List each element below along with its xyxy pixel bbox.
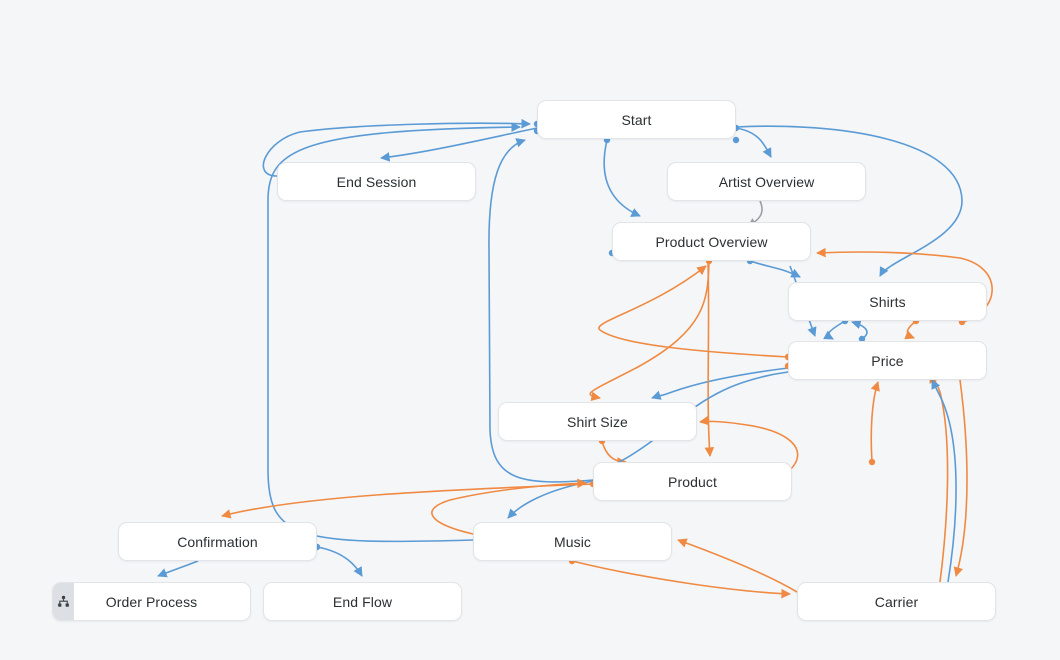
node-product_overview[interactable]: Product Overview (612, 222, 811, 261)
node-shirts[interactable]: Shirts (788, 282, 987, 321)
node-label: Music (553, 533, 592, 550)
node-label: Order Process (105, 593, 198, 610)
node-price[interactable]: Price (788, 341, 987, 380)
hierarchy-icon (53, 583, 74, 620)
node-start[interactable]: Start (537, 100, 736, 139)
node-music[interactable]: Music (473, 522, 672, 561)
node-end_session[interactable]: End Session (277, 162, 476, 201)
node-artist_overview[interactable]: Artist Overview (667, 162, 866, 201)
node-end_flow[interactable]: End Flow (263, 582, 462, 621)
node-confirmation[interactable]: Confirmation (118, 522, 317, 561)
node-label: Price (871, 352, 904, 369)
node-product[interactable]: Product (593, 462, 792, 501)
node-carrier[interactable]: Carrier (797, 582, 996, 621)
node-label: Product Overview (655, 233, 768, 250)
node-shirt_size[interactable]: Shirt Size (498, 402, 697, 441)
node-label: End Flow (332, 593, 393, 610)
node-label: Product (668, 473, 717, 490)
node-order_process[interactable]: Order Process (52, 582, 251, 621)
node-label: Artist Overview (718, 173, 815, 190)
node-label: Confirmation (177, 533, 258, 550)
node-label: Carrier (874, 593, 919, 610)
node-label: End Session (336, 173, 417, 190)
node-label: Start (621, 111, 652, 128)
node-label: Shirt Size (567, 413, 628, 430)
node-label: Shirts (869, 293, 906, 310)
